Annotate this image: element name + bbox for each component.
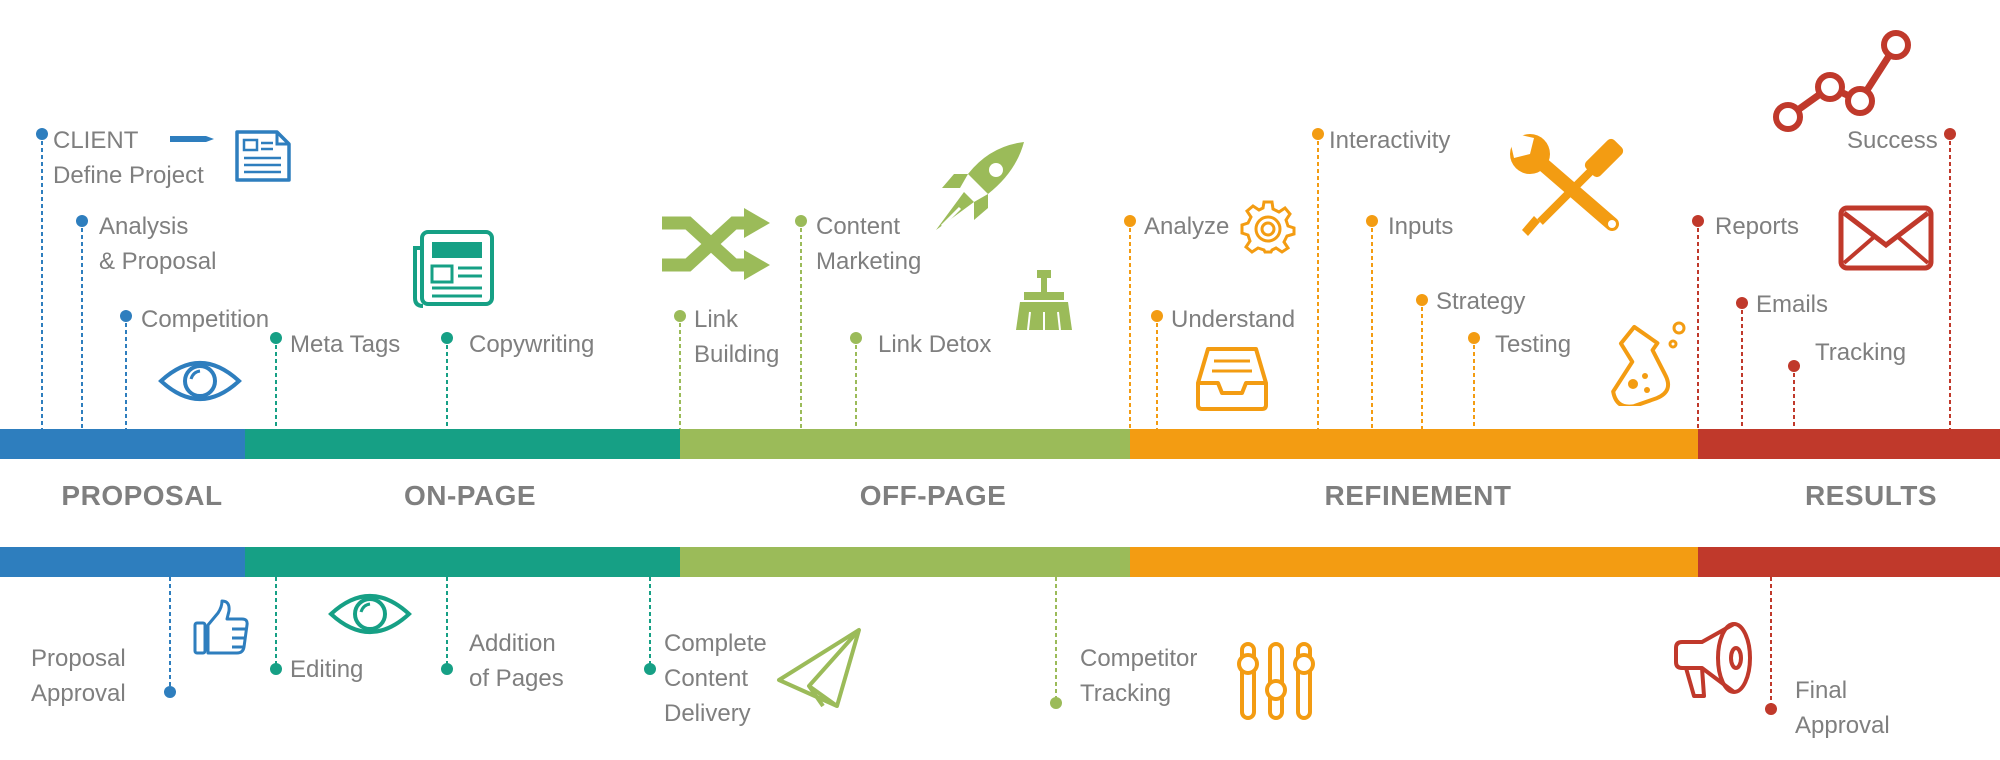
label-inputs: Inputs <box>1388 213 1454 240</box>
label-competitor-tracking: Competitor Tracking <box>1080 645 1198 707</box>
bar-bottom-refinement <box>1130 547 1698 577</box>
label-editing: Editing <box>290 656 364 683</box>
envelope-icon <box>1838 205 1934 271</box>
dot-complete-content-delivery <box>644 663 656 675</box>
label-meta-tags: Meta Tags <box>290 331 401 358</box>
label-link-detox: Link Detox <box>878 331 992 358</box>
dot-understand <box>1151 310 1163 322</box>
label-emails: Emails <box>1756 291 1829 318</box>
label-competition: Competition <box>141 306 270 333</box>
shuffle-icon <box>662 208 770 280</box>
label-copywriting: Copywriting <box>469 331 595 358</box>
bar-top-results <box>1698 429 2000 459</box>
label-testing: Testing <box>1495 331 1572 358</box>
eye-icon <box>158 361 242 401</box>
label-success: Success <box>1847 127 1938 154</box>
dot-addition-of-pages <box>441 663 453 675</box>
dot-strategy <box>1416 294 1428 306</box>
label-link-building: Link Building <box>694 306 780 368</box>
sliders-icon <box>1237 642 1315 720</box>
dot-testing <box>1468 332 1480 344</box>
phase-label-onpage: ON-PAGE <box>403 480 537 511</box>
label-interactivity: Interactivity <box>1329 127 1451 154</box>
phase-label-proposal: PROPOSAL <box>61 480 223 511</box>
line-graph-icon <box>1773 30 1911 132</box>
document-icon <box>235 130 291 182</box>
bar-top-onpage <box>245 429 680 459</box>
dot-editing <box>270 663 282 675</box>
label-addition-of-pages: Addition of Pages <box>469 630 564 692</box>
dot-analysis-proposal <box>76 215 88 227</box>
gear-icon <box>1240 200 1296 254</box>
dot-link-detox <box>850 332 862 344</box>
dot-proposal-approval <box>164 686 176 698</box>
label-analysis-proposal: Analysis & Proposal <box>99 213 217 275</box>
dot-competition <box>120 310 132 322</box>
dot-analyze <box>1124 215 1136 227</box>
inbox-tray-icon <box>1196 347 1268 411</box>
dot-inputs <box>1366 215 1378 227</box>
bar-bottom-offpage <box>680 547 1130 577</box>
dot-competitor-tracking <box>1050 697 1062 709</box>
dot-copywriting <box>441 332 453 344</box>
label-understand: Understand <box>1171 306 1296 333</box>
dot-link-building <box>674 310 686 322</box>
label-strategy: Strategy <box>1436 288 1526 315</box>
label-content-marketing: Content Marketing <box>816 213 922 275</box>
bar-bottom-proposal <box>0 547 245 577</box>
eye-icon-bottom <box>328 594 412 634</box>
pen-icon <box>170 136 214 142</box>
dot-success <box>1944 128 1956 140</box>
phase-label-refinement: REFINEMENT <box>1324 480 1512 511</box>
bar-top-offpage <box>680 429 1130 459</box>
bar-top-refinement <box>1130 429 1698 459</box>
dot-interactivity <box>1312 128 1324 140</box>
megaphone-icon <box>1674 622 1752 698</box>
label-analyze: Analyze <box>1144 213 1230 240</box>
dot-meta-tags <box>270 332 282 344</box>
broom-icon <box>1016 270 1072 331</box>
dot-client-define-project <box>36 128 48 140</box>
label-reports: Reports <box>1715 213 1800 240</box>
thumbs-up-icon <box>193 599 249 655</box>
dot-emails <box>1736 297 1748 309</box>
dot-content-marketing <box>795 215 807 227</box>
dot-final-approval <box>1765 703 1777 715</box>
newspaper-icon <box>413 230 494 308</box>
rocket-icon <box>936 142 1024 230</box>
label-complete-content-delivery: Complete Content Delivery <box>664 630 767 727</box>
dot-reports <box>1692 215 1704 227</box>
wrench-screwdriver-icon <box>1508 132 1624 236</box>
paper-plane-icon <box>777 628 861 708</box>
bar-top-proposal <box>0 429 245 459</box>
label-client-define-project: CLIENT Define Project <box>53 127 204 189</box>
phase-label-offpage: OFF-PAGE <box>859 480 1007 511</box>
flask-icon <box>1611 321 1686 406</box>
bar-bottom-results <box>1698 547 2000 577</box>
bar-bottom-onpage <box>245 547 680 577</box>
label-proposal-approval: Proposal Approval <box>31 645 126 707</box>
phase-label-results: RESULTS <box>1804 480 1938 511</box>
label-tracking: Tracking <box>1815 339 1907 366</box>
label-final-approval: Final Approval <box>1795 677 1890 739</box>
dot-tracking <box>1788 360 1800 372</box>
